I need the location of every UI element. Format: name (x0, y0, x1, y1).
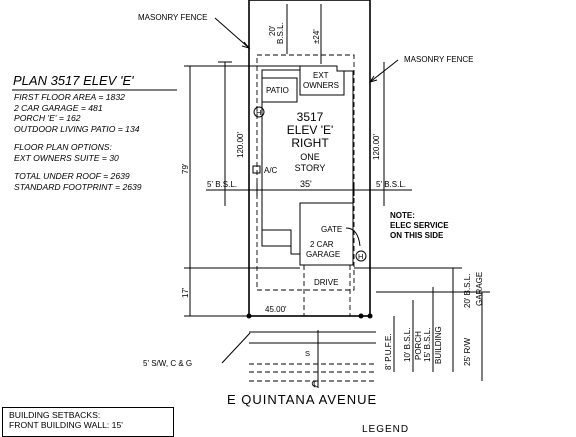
ac-pad (252, 165, 261, 174)
note-label-2: ELEC SERVICE (390, 221, 449, 230)
patio-outline (262, 77, 298, 103)
gate-leader (345, 227, 361, 247)
bsl-top-value: 20' (268, 25, 277, 36)
dim-35-label: 35' (300, 179, 312, 189)
plan-area-notes: FIRST FLOOR AREA = 1832 2 CAR GARAGE = 4… (14, 92, 204, 192)
dim-120-left-label: 120.00' (236, 132, 245, 158)
legend-heading: LEGEND (362, 424, 410, 435)
lot-corner-right (367, 313, 373, 319)
fence-arrow-right (368, 75, 378, 83)
setbacks-front-wall: FRONT BUILDING WALL: 15' (9, 420, 123, 430)
bsl-garage-label: 20' B.S.L. (463, 274, 472, 308)
ext-owners-label-2: OWNERS (303, 81, 339, 90)
dim-79-label: 79' (181, 163, 190, 174)
centerline-symbol: ℄ (311, 379, 318, 389)
garage-entry (261, 230, 291, 247)
plan-title: PLAN 3517 ELEV 'E' (13, 73, 134, 88)
street-name: E QUINTANA AVENUE (227, 392, 378, 407)
garage-label-2: GARAGE (306, 250, 340, 259)
h-marker-lower: H (358, 252, 363, 261)
note-label-1: NOTE: (390, 211, 415, 220)
house-stories-label: ONE (300, 152, 320, 162)
ac-label: A/C (264, 166, 278, 175)
options-heading: FLOOR PLAN OPTIONS: (14, 142, 112, 152)
ext-owners-outline (299, 66, 345, 96)
house-elev-label: ELEV 'E' (287, 123, 334, 137)
sidewalk-label: 5' S/W, C & G (143, 359, 192, 368)
first-floor-area: FIRST FLOOR AREA = 1832 (14, 92, 125, 102)
bsl-right-label: 5' B.S.L. (376, 180, 406, 189)
building-label: BUILDING (434, 326, 443, 364)
porch-label: PORCH (414, 331, 423, 360)
drive-label: DRIVE (314, 278, 338, 287)
setbacks-heading: BUILDING SETBACKS: (9, 410, 101, 420)
h-marker-lower-circle (355, 250, 367, 262)
standard-footprint: STANDARD FOOTPRINT = 2639 (14, 181, 142, 192)
lot-corner-left (246, 313, 252, 319)
garage-v-label: GARAGE (475, 272, 484, 306)
bsl-building-label: 15' B.S.L. (423, 328, 432, 362)
dim-24-label: ±24' (312, 29, 321, 44)
fence-arrow-left (241, 41, 251, 49)
dim-45-label: 45.00' (265, 305, 287, 314)
dim-17-label: 17' (181, 287, 190, 298)
house-story-label: STORY (295, 163, 326, 173)
garage-outline (299, 202, 354, 266)
masonry-fence-right-label: MASONRY FENCE (404, 55, 474, 64)
ext-owners-label-1: EXT (313, 71, 329, 80)
bsl-left-label: 5' B.S.L. (207, 180, 237, 189)
pufe-label: 8' P.U.F.E. (384, 333, 393, 370)
ext-suite-area: EXT OWNERS SUITE = 30 (14, 152, 119, 163)
porch-area: PORCH 'E' = 162 (14, 113, 81, 123)
dim-120-right-label: 120.00' (372, 134, 381, 160)
plan-title-underline (12, 89, 177, 91)
bsl-porch-label: 10' B.S.L. (403, 328, 412, 362)
garage-label-1: 2 CAR (310, 240, 334, 249)
house-plan-label: 3517 (297, 110, 324, 124)
house-hand-label: RIGHT (291, 136, 329, 150)
corner-marker (358, 313, 364, 319)
patio-area: OUTDOOR LIVING PATIO = 134 (14, 123, 140, 134)
sidewalk-leader (221, 332, 251, 364)
total-under-roof: TOTAL UNDER ROOF = 2639 (14, 171, 130, 181)
drive-outline (303, 265, 351, 316)
building-setbacks-box: BUILDING SETBACKS: FRONT BUILDING WALL: … (2, 407, 174, 437)
h-marker-upper-circle (253, 106, 265, 118)
row-label: 25' R/W (463, 337, 472, 366)
patio-label: PATIO (266, 86, 289, 95)
masonry-fence-left-label: MASONRY FENCE (138, 13, 208, 22)
fence-leader-left (214, 17, 250, 49)
note-label-3: ON THIS SIDE (390, 231, 444, 240)
garage-area: 2 CAR GARAGE = 481 (14, 102, 103, 113)
bsl-top-unit: B.S.L. (276, 22, 285, 44)
s-marker: S (305, 349, 310, 358)
h-marker-upper: H (256, 108, 261, 117)
gate-label: GATE (321, 225, 342, 234)
